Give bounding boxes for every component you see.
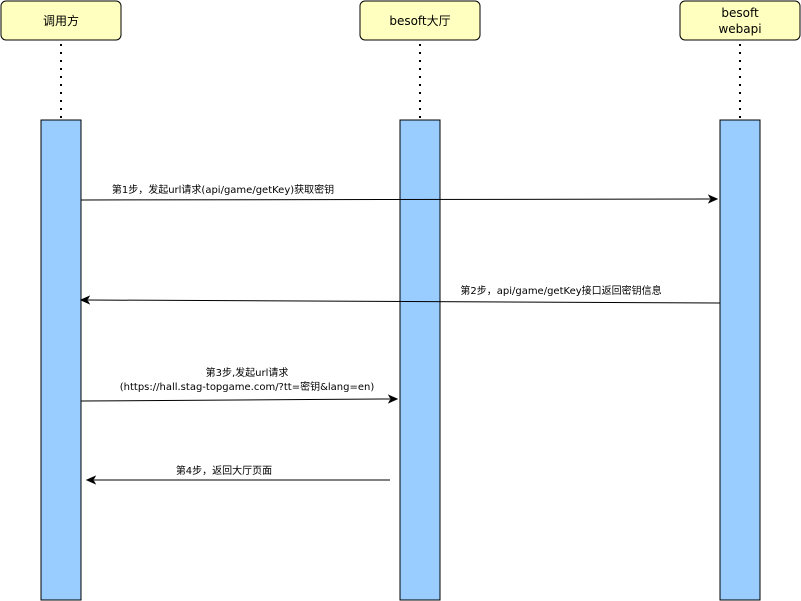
message-step-2-line [87, 299, 721, 304]
participant-caller-label: 调用方 [43, 13, 79, 28]
participant-besoft-webapi[interactable]: besoft webapi [679, 0, 801, 41]
message-step-3-arrowhead [387, 394, 399, 404]
message-step-2-arrowhead [79, 295, 91, 305]
message-step-1-line [80, 198, 711, 201]
participant-besoft-webapi-label-line2: webapi [718, 22, 761, 36]
participant-besoft-webapi-label-line1: besoft [721, 6, 759, 20]
activation-besoft-webapi[interactable] [719, 119, 761, 601]
participant-besoft-hall-box [359, 0, 481, 41]
message-step-3[interactable]: 第3步,发起url请求 (https://hall.stag-topgame.c… [80, 366, 399, 404]
participant-caller[interactable]: 调用方 [0, 0, 122, 41]
participant-besoft-webapi-box [679, 0, 801, 41]
activation-caller[interactable] [40, 119, 82, 601]
message-step-4[interactable]: 第4步，返回大厅页面 [85, 464, 390, 485]
message-step-1-arrowhead [707, 194, 719, 204]
participant-besoft-hall-label: besoft大厅 [389, 14, 450, 28]
participant-caller-box [0, 0, 122, 41]
message-step-3-label-line1: 第3步,发起url请求 [206, 366, 289, 379]
message-step-2[interactable]: 第2步，api/game/getKey接口返回密钥信息 [79, 284, 721, 305]
message-step-3-label-line2: (https://hall.stag-topgame.com/?tt=密钥&la… [120, 380, 375, 393]
message-step-4-label: 第4步，返回大厅页面 [176, 464, 272, 477]
message-step-3-line [80, 398, 391, 402]
message-step-1[interactable]: 第1步，发起url请求(api/game/getKey)获取密钥 [80, 183, 719, 204]
message-step-1-label: 第1步，发起url请求(api/game/getKey)获取密钥 [112, 183, 334, 196]
participant-besoft-hall[interactable]: besoft大厅 [359, 0, 481, 41]
message-step-2-label: 第2步，api/game/getKey接口返回密钥信息 [460, 284, 661, 297]
message-step-4-arrowhead [85, 475, 97, 485]
activation-besoft-hall[interactable] [399, 119, 441, 601]
